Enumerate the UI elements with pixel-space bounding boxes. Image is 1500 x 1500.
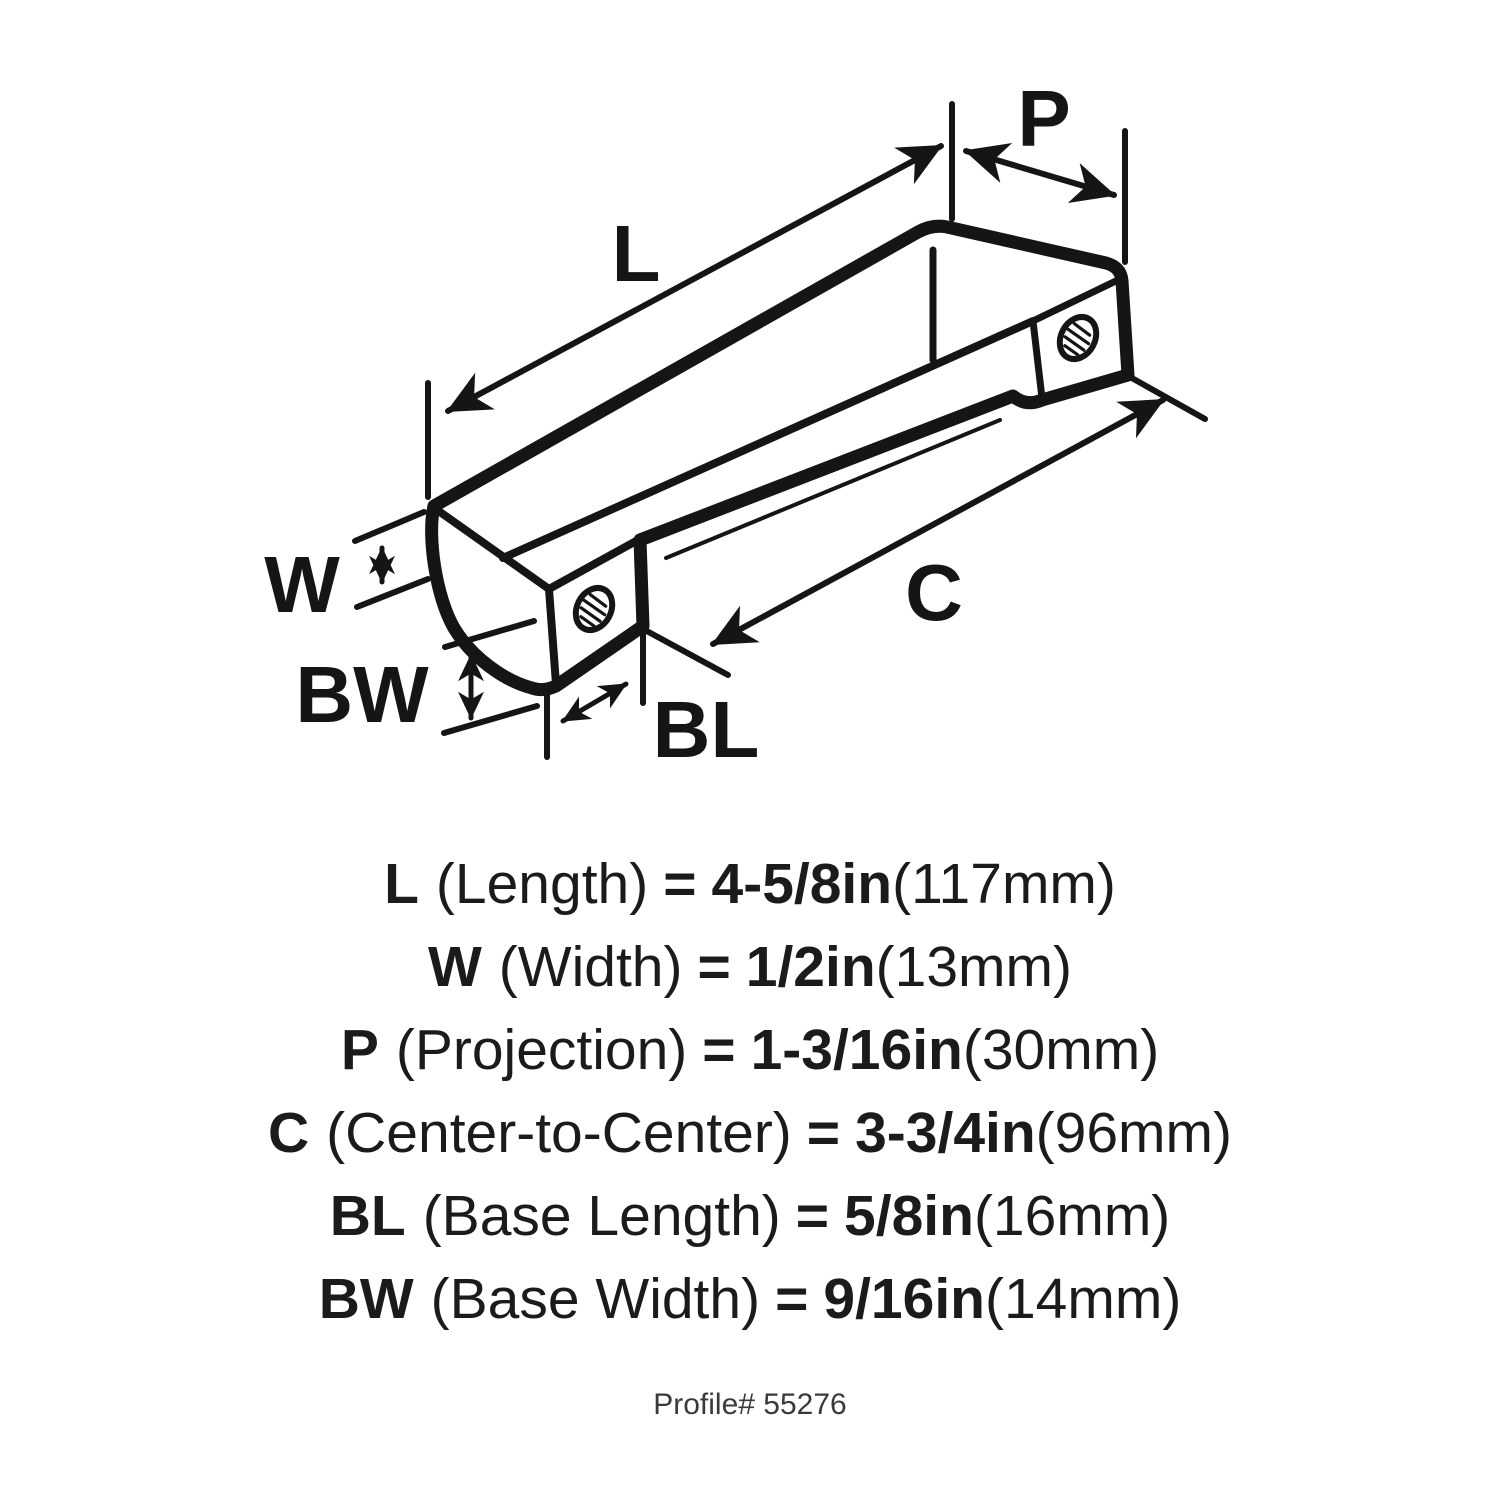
- label-center-to-center: C: [905, 548, 963, 637]
- left-foot-top-edge: [436, 508, 553, 593]
- dim-p-line: [963, 143, 1117, 203]
- dim-l-line: [445, 143, 944, 414]
- dim-bl-arrow: [560, 681, 629, 724]
- spec-name: (Base Width): [430, 1267, 761, 1331]
- dim-c-line: [710, 397, 1166, 647]
- spec-metric: (14mm): [984, 1267, 1182, 1331]
- label-base-width: BW: [295, 650, 429, 739]
- dim-c-ext-right: [1127, 374, 1208, 422]
- left-foot-face: [545, 536, 642, 688]
- spec-equals: =: [806, 1101, 841, 1165]
- spec-line-base-width: BW(Base Width)=9/16in(14mm): [0, 1258, 1500, 1341]
- dim-w-ext-top: [352, 509, 427, 544]
- spec-metric: (30mm): [962, 1018, 1160, 1082]
- spec-code: L: [384, 852, 419, 916]
- spec-value: 4-5/8in: [711, 852, 893, 916]
- spec-name: (Projection): [395, 1018, 688, 1082]
- spec-value: 1/2in: [745, 935, 876, 999]
- spec-code: P: [340, 1018, 379, 1082]
- spec-value: 1-3/16in: [750, 1018, 963, 1082]
- spec-equals: =: [702, 1018, 736, 1082]
- screw-hole-left-icon: [572, 584, 616, 634]
- spec-name: (Length): [435, 852, 649, 916]
- spec-line-width: W(Width)=1/2in(13mm): [0, 926, 1500, 1009]
- spec-code: BW: [318, 1267, 414, 1331]
- spec-name: (Center-to-Center): [326, 1101, 792, 1165]
- spec-line-base-length: BL(Base Length)=5/8in(16mm): [0, 1175, 1500, 1258]
- spec-code: W: [427, 935, 482, 999]
- dim-w-ext-bottom: [354, 576, 431, 610]
- profile-number: Profile# 55276: [653, 1388, 847, 1421]
- spec-line-projection: P(Projection)=1-3/16in(30mm): [0, 1009, 1500, 1092]
- spec-code: C: [267, 1101, 310, 1165]
- spec-metric: (96mm): [1035, 1101, 1232, 1165]
- spec-equals: =: [775, 1267, 809, 1331]
- spec-value: 3-3/4in: [855, 1101, 1036, 1165]
- label-length: L: [612, 209, 661, 298]
- label-projection: P: [1017, 74, 1070, 163]
- dimension-specs: L(Length)=4-5/8in(117mm) W(Width)=1/2in(…: [0, 843, 1500, 1341]
- dim-bw-ext-top: [442, 618, 537, 650]
- screw-hole-right-icon: [1056, 313, 1100, 363]
- spec-line-center-to-center: C(Center-to-Center)=3-3/4in(96mm): [0, 1092, 1500, 1175]
- spec-metric: (16mm): [973, 1184, 1171, 1248]
- spec-equals: =: [697, 935, 731, 999]
- label-base-length: BL: [653, 685, 760, 774]
- spec-value: 9/16in: [823, 1267, 985, 1331]
- spec-equals: =: [795, 1184, 830, 1248]
- spec-name: (Width): [498, 935, 683, 999]
- spec-value: 5/8in: [844, 1184, 974, 1248]
- spec-line-length: L(Length)=4-5/8in(117mm): [0, 843, 1500, 926]
- spec-equals: =: [663, 852, 697, 916]
- dim-c-ext-left: [640, 626, 731, 678]
- label-width: W: [264, 540, 340, 629]
- right-foot-face: [1029, 275, 1124, 402]
- dim-bw-ext-bottom: [441, 703, 540, 736]
- spec-code: BL: [329, 1184, 406, 1248]
- spec-metric: (13mm): [875, 935, 1072, 999]
- spec-name: (Base Length): [422, 1184, 781, 1248]
- spec-metric: (117mm): [892, 852, 1116, 916]
